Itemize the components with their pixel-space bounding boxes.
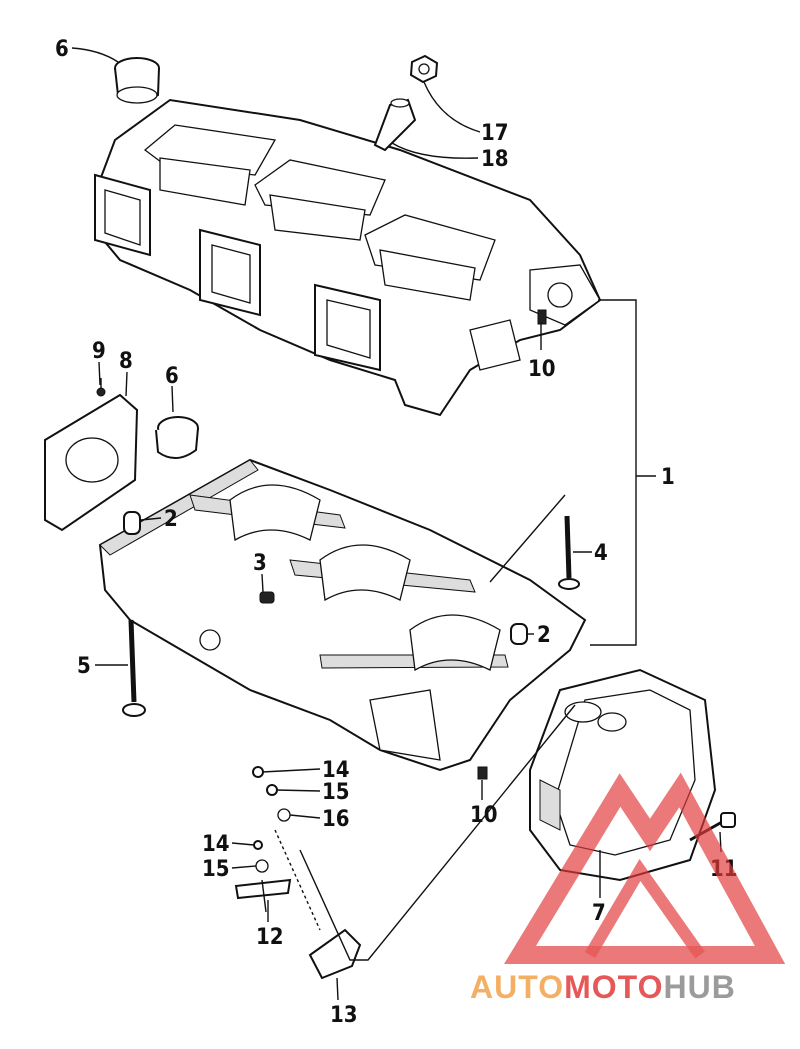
callout-15-upper: 15 [322, 780, 350, 805]
cover-plate [44, 378, 139, 532]
callout-14-upper: 14 [322, 758, 350, 783]
nut-and-stud [373, 54, 439, 152]
callout-13: 13 [330, 1003, 358, 1028]
watermark-logo: AUTOMOTOHUB [470, 772, 786, 1005]
bearing-ring-middle [155, 416, 199, 459]
callout-labels: 6 17 18 10 9 8 6 1 2 3 4 2 5 14 15 16 10… [55, 37, 738, 1028]
callout-15-lower: 15 [202, 857, 230, 882]
clip-12 [234, 878, 292, 913]
bolt-5 [122, 619, 146, 717]
bearing-ring-top [114, 57, 160, 104]
watermark-hub: HUB [663, 969, 735, 1005]
dowel-pin-b [510, 623, 528, 645]
callout-5: 5 [77, 654, 91, 679]
knock-pin-upper [537, 309, 547, 325]
callout-2-left: 2 [164, 507, 178, 532]
callout-10-upper: 10 [528, 357, 556, 382]
callout-16: 16 [322, 807, 350, 832]
callout-14-lower: 14 [202, 832, 230, 857]
callout-6-top: 6 [55, 37, 69, 62]
cap-13 [308, 928, 362, 980]
flywheel-housing [529, 668, 717, 882]
knock-pin-lower [477, 766, 488, 780]
callout-2-right: 2 [537, 623, 551, 648]
callout-6-middle: 6 [165, 364, 179, 389]
callout-18: 18 [481, 147, 509, 172]
callout-12: 12 [256, 925, 284, 950]
callout-10-lower: 10 [470, 803, 498, 828]
dowel-pin-a [123, 511, 141, 535]
watermark-text: AUTOMOTOHUB [470, 969, 736, 1005]
upper-crankcase [93, 98, 602, 417]
callout-4: 4 [594, 541, 608, 566]
leader-lines [71, 47, 722, 1001]
small-screws-upper [252, 766, 291, 873]
watermark-auto: AUTO [470, 969, 564, 1005]
callout-1: 1 [661, 465, 675, 490]
callout-17: 17 [481, 121, 509, 146]
callout-8: 8 [119, 349, 133, 374]
callout-7: 7 [592, 901, 606, 926]
callout-9: 9 [92, 339, 106, 364]
callout-3: 3 [253, 551, 267, 576]
bolt-4 [558, 515, 580, 590]
small-pin [259, 591, 275, 604]
watermark-moto: MOTO [564, 969, 663, 1005]
